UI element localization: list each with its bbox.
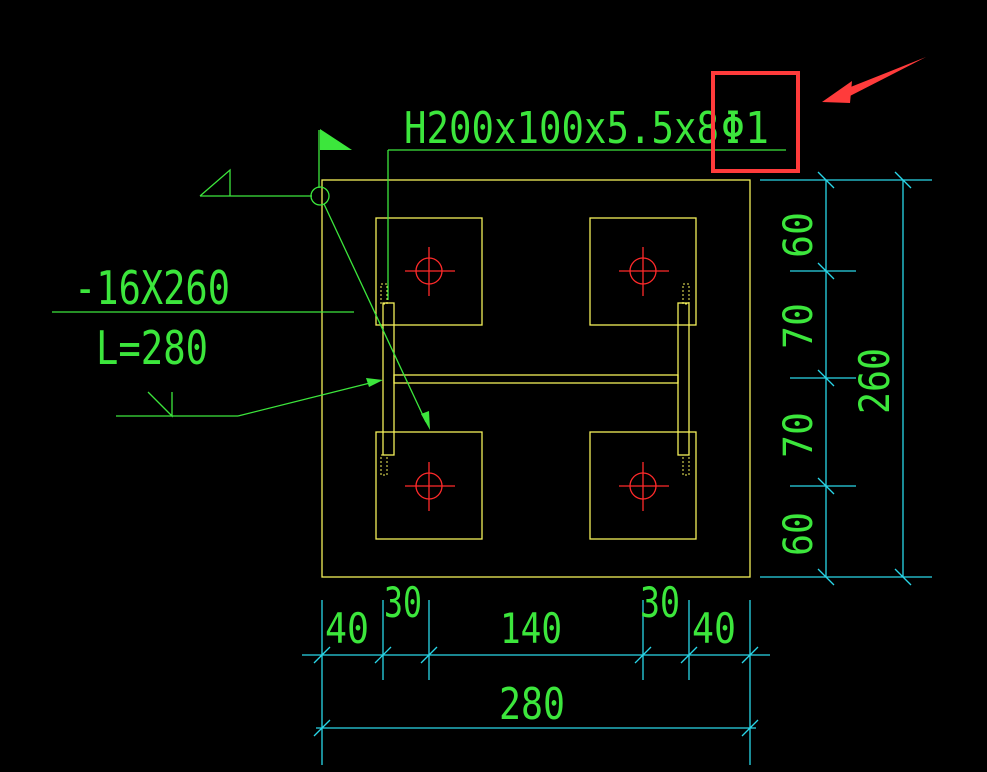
dim-v-70-lower: 70 xyxy=(776,412,822,458)
h-section xyxy=(380,283,690,476)
weld-symbol-top xyxy=(199,168,312,197)
member-label: H200x100x5.5x8 xyxy=(404,103,719,154)
anchor-pad-bottom-left xyxy=(375,431,483,540)
plate-label: -16X260 xyxy=(74,261,230,315)
anchor-pad-top-left xyxy=(375,217,483,326)
highlight-box xyxy=(711,71,800,173)
dim-h-40-right: 40 xyxy=(692,604,736,653)
grade-label: Φ1 xyxy=(721,103,769,154)
dim-h-30-left: 30 xyxy=(384,578,422,627)
dim-v-60-bottom: 60 xyxy=(776,512,822,556)
bolt-bottom-left xyxy=(405,462,455,511)
vertical-dimensions xyxy=(760,171,932,586)
weld-symbol-bottom xyxy=(116,378,383,418)
highlight-arrow-icon xyxy=(822,57,926,103)
horizontal-dimensions xyxy=(302,600,770,765)
bolt-bottom-right xyxy=(619,462,669,511)
dim-h-140: 140 xyxy=(500,604,562,653)
base-plate xyxy=(321,179,751,578)
flag-arrow xyxy=(323,203,430,430)
flag-icon xyxy=(310,129,352,206)
dim-h-280: 280 xyxy=(499,679,565,730)
anchor-pad-top-right xyxy=(589,217,697,326)
dim-h-40-left: 40 xyxy=(325,604,369,653)
dim-v-70-upper: 70 xyxy=(776,303,822,349)
dim-v-260: 260 xyxy=(850,348,899,414)
bolt-top-right xyxy=(619,247,669,296)
member-leader xyxy=(387,149,786,300)
dim-h-30-right: 30 xyxy=(640,578,680,627)
dim-v-60-top: 60 xyxy=(776,212,822,258)
length-label: L=280 xyxy=(96,321,208,375)
bolt-top-left xyxy=(405,247,455,296)
anchor-pad-bottom-right xyxy=(589,431,697,540)
